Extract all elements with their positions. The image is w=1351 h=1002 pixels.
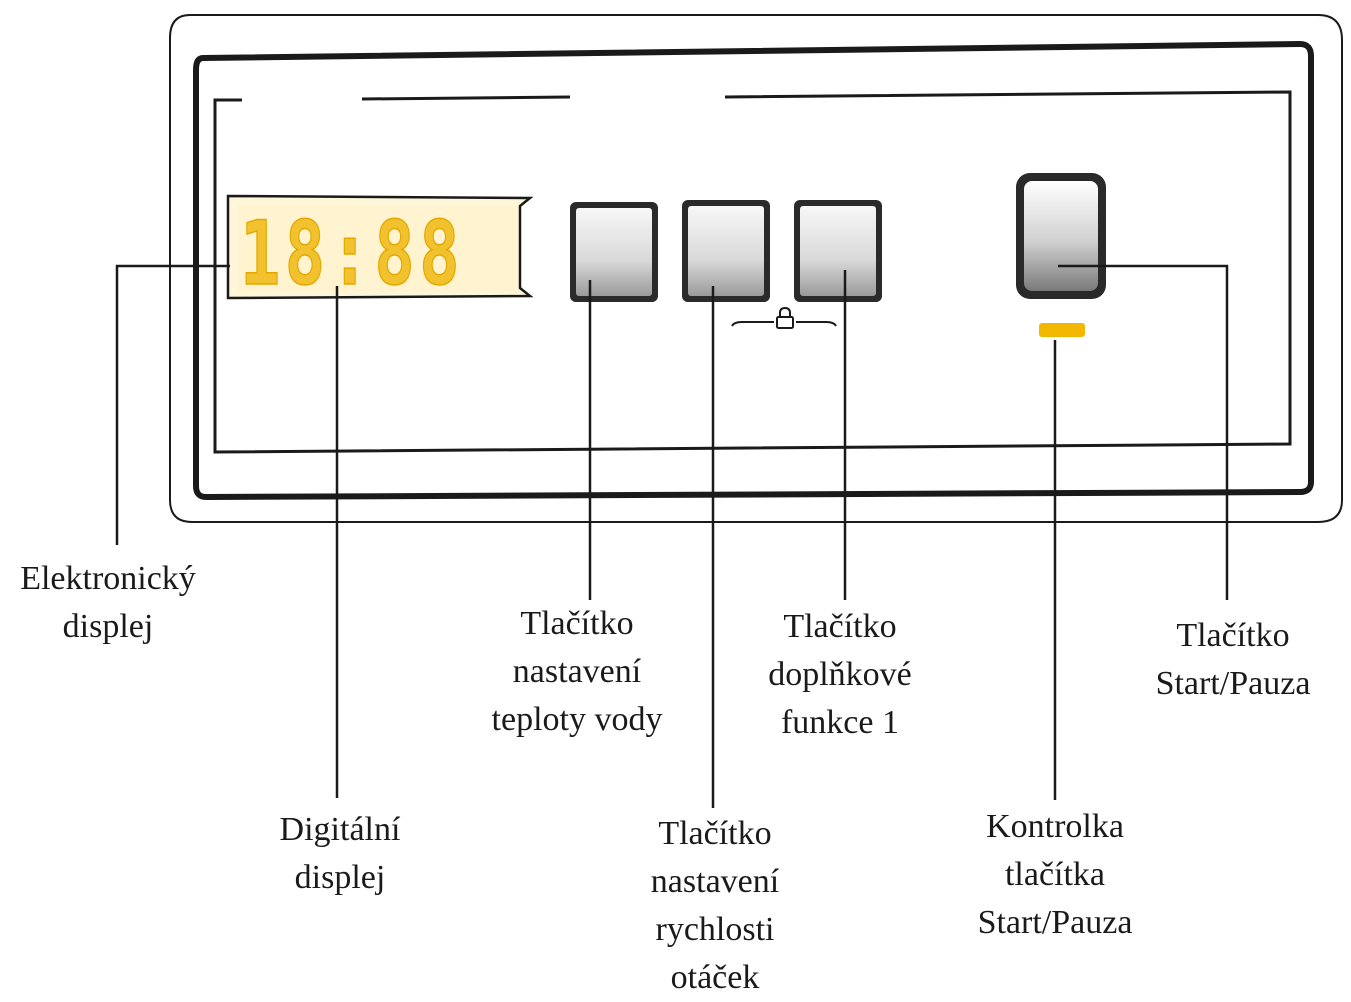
start-pause-button[interactable] — [1016, 173, 1106, 299]
label-line: doplňkové — [768, 656, 912, 693]
label-electronic-display: Elektronický displej — [2, 555, 214, 651]
temperature-button[interactable] — [570, 202, 658, 302]
label-line: Tlačítko — [1176, 617, 1290, 654]
panel-inner-frame — [193, 40, 1314, 501]
label-temperature-button: Tlačítko nastavení teploty vody — [470, 600, 684, 744]
label-line: displej — [294, 859, 386, 896]
label-start-pause-button: Tlačítko Start/Pauza — [1128, 612, 1338, 708]
label-start-pause-indicator: Kontrolka tlačítka Start/Pauza — [955, 803, 1155, 947]
label-line: Kontrolka — [986, 808, 1124, 845]
label-line: otáček — [670, 959, 760, 996]
padlock-icon — [776, 306, 794, 329]
spin-speed-button[interactable] — [682, 200, 770, 302]
panel-outer-frame — [169, 14, 1343, 523]
start-pause-indicator — [1039, 323, 1085, 337]
label-line: displej — [62, 608, 154, 645]
label-line: nastavení — [650, 863, 780, 900]
label-line: nastavení — [512, 653, 642, 690]
leader-electronic-display — [115, 264, 230, 545]
inset-frame — [213, 90, 1292, 454]
leader-start-pause-button — [1058, 264, 1229, 600]
label-line: Digitální — [279, 811, 401, 848]
label-line: Tlačítko — [783, 608, 897, 645]
label-extra-function-button: Tlačítko doplňkové funkce 1 — [745, 603, 935, 747]
label-line: Elektronický — [20, 560, 196, 597]
label-digital-display: Digitální displej — [250, 806, 430, 902]
label-line: funkce 1 — [780, 704, 899, 741]
label-line: Start/Pauza — [977, 904, 1133, 941]
child-lock-bracket — [731, 321, 837, 327]
label-line: Tlačítko — [658, 815, 772, 852]
label-line: teploty vody — [491, 701, 663, 738]
digital-display-readout: 18:88 — [240, 202, 464, 305]
label-line: Start/Pauza — [1155, 665, 1311, 702]
extra-function-button[interactable] — [794, 200, 882, 302]
display-backlight — [238, 205, 516, 291]
label-line: tlačítka — [1004, 856, 1106, 893]
label-line: Tlačítko — [520, 605, 634, 642]
inset-frame-top-segment — [361, 95, 571, 101]
label-spin-speed-button: Tlačítko nastavení rychlosti otáček — [620, 810, 810, 1002]
label-line: rychlosti — [655, 911, 775, 948]
